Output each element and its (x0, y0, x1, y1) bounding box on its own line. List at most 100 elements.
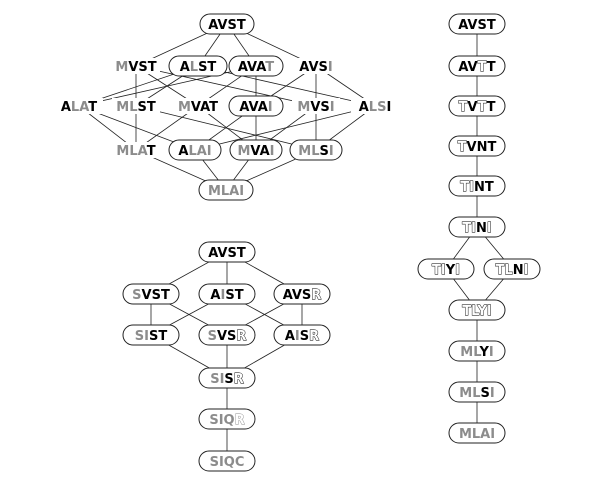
node-box-b8 (198, 367, 256, 389)
node-a16: MLAI (198, 179, 254, 201)
label-part: ML (459, 386, 480, 401)
node-label-c9: TLYI (462, 304, 491, 319)
node-box-c8 (483, 258, 541, 280)
label-part: ST (198, 60, 216, 75)
node-a6: ALAT (55, 98, 103, 115)
label-part: T (477, 100, 486, 115)
node-box-a9 (228, 95, 284, 117)
node-label-a13: ALAI (178, 144, 211, 159)
node-box-b2 (122, 283, 180, 305)
node-label-c2: AVTT (458, 60, 495, 75)
label-part: T (265, 60, 274, 75)
label-part: VS (217, 329, 236, 344)
label-part: VS (310, 100, 329, 115)
node-a8: MVAT (174, 98, 222, 115)
node-box-a4 (228, 55, 284, 77)
label-part: R (236, 329, 246, 344)
node-label-b5: SIST (135, 329, 168, 344)
node-c8: TLNI (483, 258, 541, 280)
node-label-a2: MVST (115, 60, 156, 75)
label-part: A (285, 329, 295, 344)
label-part: VST (142, 288, 170, 303)
node-a5: AVSI (292, 58, 340, 75)
label-part: NT (474, 180, 494, 195)
label-part: R (311, 288, 321, 303)
label-part: I (524, 263, 529, 278)
node-box-c1 (448, 13, 506, 35)
node-b3: AIST (198, 283, 256, 305)
label-part: ML (460, 345, 481, 360)
label-part: AV (458, 60, 477, 75)
node-box-c6 (448, 216, 506, 238)
label-part: S (224, 372, 233, 387)
label-part: LA (71, 100, 89, 115)
node-box-b7 (273, 324, 331, 346)
node-label-a10: MVSI (297, 100, 334, 115)
node-box-b3 (198, 283, 256, 305)
label-part: I (328, 60, 333, 75)
label-part: ST (138, 100, 156, 115)
node-box-a1 (199, 13, 255, 35)
label-part: I (295, 329, 300, 344)
label-part: I (220, 288, 225, 303)
node-b1: AVST (198, 241, 256, 263)
node-label-c5: TINT (460, 180, 494, 195)
node-box-a15 (289, 139, 343, 161)
label-part: LS (369, 100, 387, 115)
label-part: VAT (191, 100, 218, 115)
node-label-a16: MLAI (208, 184, 244, 199)
node-bg-a8 (174, 98, 222, 114)
node-bg-a11 (351, 98, 399, 114)
edges-layer (78, 23, 513, 461)
label-part: I (386, 100, 391, 115)
label-part: I (489, 345, 494, 360)
node-c6: TINI (448, 216, 506, 238)
label-part: M (237, 144, 250, 159)
label-part: VA (250, 144, 269, 159)
node-label-c12: MLAI (459, 427, 495, 442)
node-a9: AVAI (228, 95, 284, 117)
node-a3: ALST (168, 55, 228, 77)
label-part: ML (298, 144, 319, 159)
label-part: N (513, 263, 524, 278)
node-label-c4: TVNT (458, 140, 497, 155)
label-part: TI (432, 263, 446, 278)
node-b5: SIST (122, 324, 180, 346)
node-box-c4 (448, 135, 506, 157)
node-label-b3: AIST (210, 288, 243, 303)
label-part: Y (478, 345, 489, 360)
node-c12: MLAI (448, 422, 506, 444)
node-c4: TVNT (448, 135, 506, 157)
label-part: TI (462, 221, 476, 236)
label-part: I (487, 221, 492, 236)
label-part: S (208, 329, 217, 344)
label-part: S (300, 329, 309, 344)
node-box-c9 (448, 299, 506, 321)
node-b2: SVST (122, 283, 180, 305)
node-a13: ALAI (168, 139, 222, 161)
node-box-c7 (417, 258, 475, 280)
label-part: S (132, 288, 141, 303)
label-part: M (115, 60, 128, 75)
label-part: AVA (239, 100, 267, 115)
node-label-c1: AVST (458, 18, 496, 33)
label-part: T (487, 60, 496, 75)
label-part: A (61, 100, 71, 115)
node-label-c11: MLSI (459, 386, 494, 401)
label-part: N (476, 221, 487, 236)
label-part: M (297, 100, 310, 115)
label-part: Y (445, 263, 456, 278)
node-bg-a10 (292, 98, 340, 114)
label-part: I (268, 100, 273, 115)
label-part: AVST (458, 18, 496, 33)
node-box-b6 (198, 324, 256, 346)
label-part: I (329, 144, 334, 159)
node-a14: MVAI (229, 139, 283, 161)
node-bg-a6 (55, 98, 103, 114)
node-b8: SISR (198, 367, 256, 389)
label-part: T (459, 100, 468, 115)
label-part: S (481, 386, 490, 401)
node-a2: MVST (112, 58, 160, 75)
label-part: TL (496, 263, 513, 278)
